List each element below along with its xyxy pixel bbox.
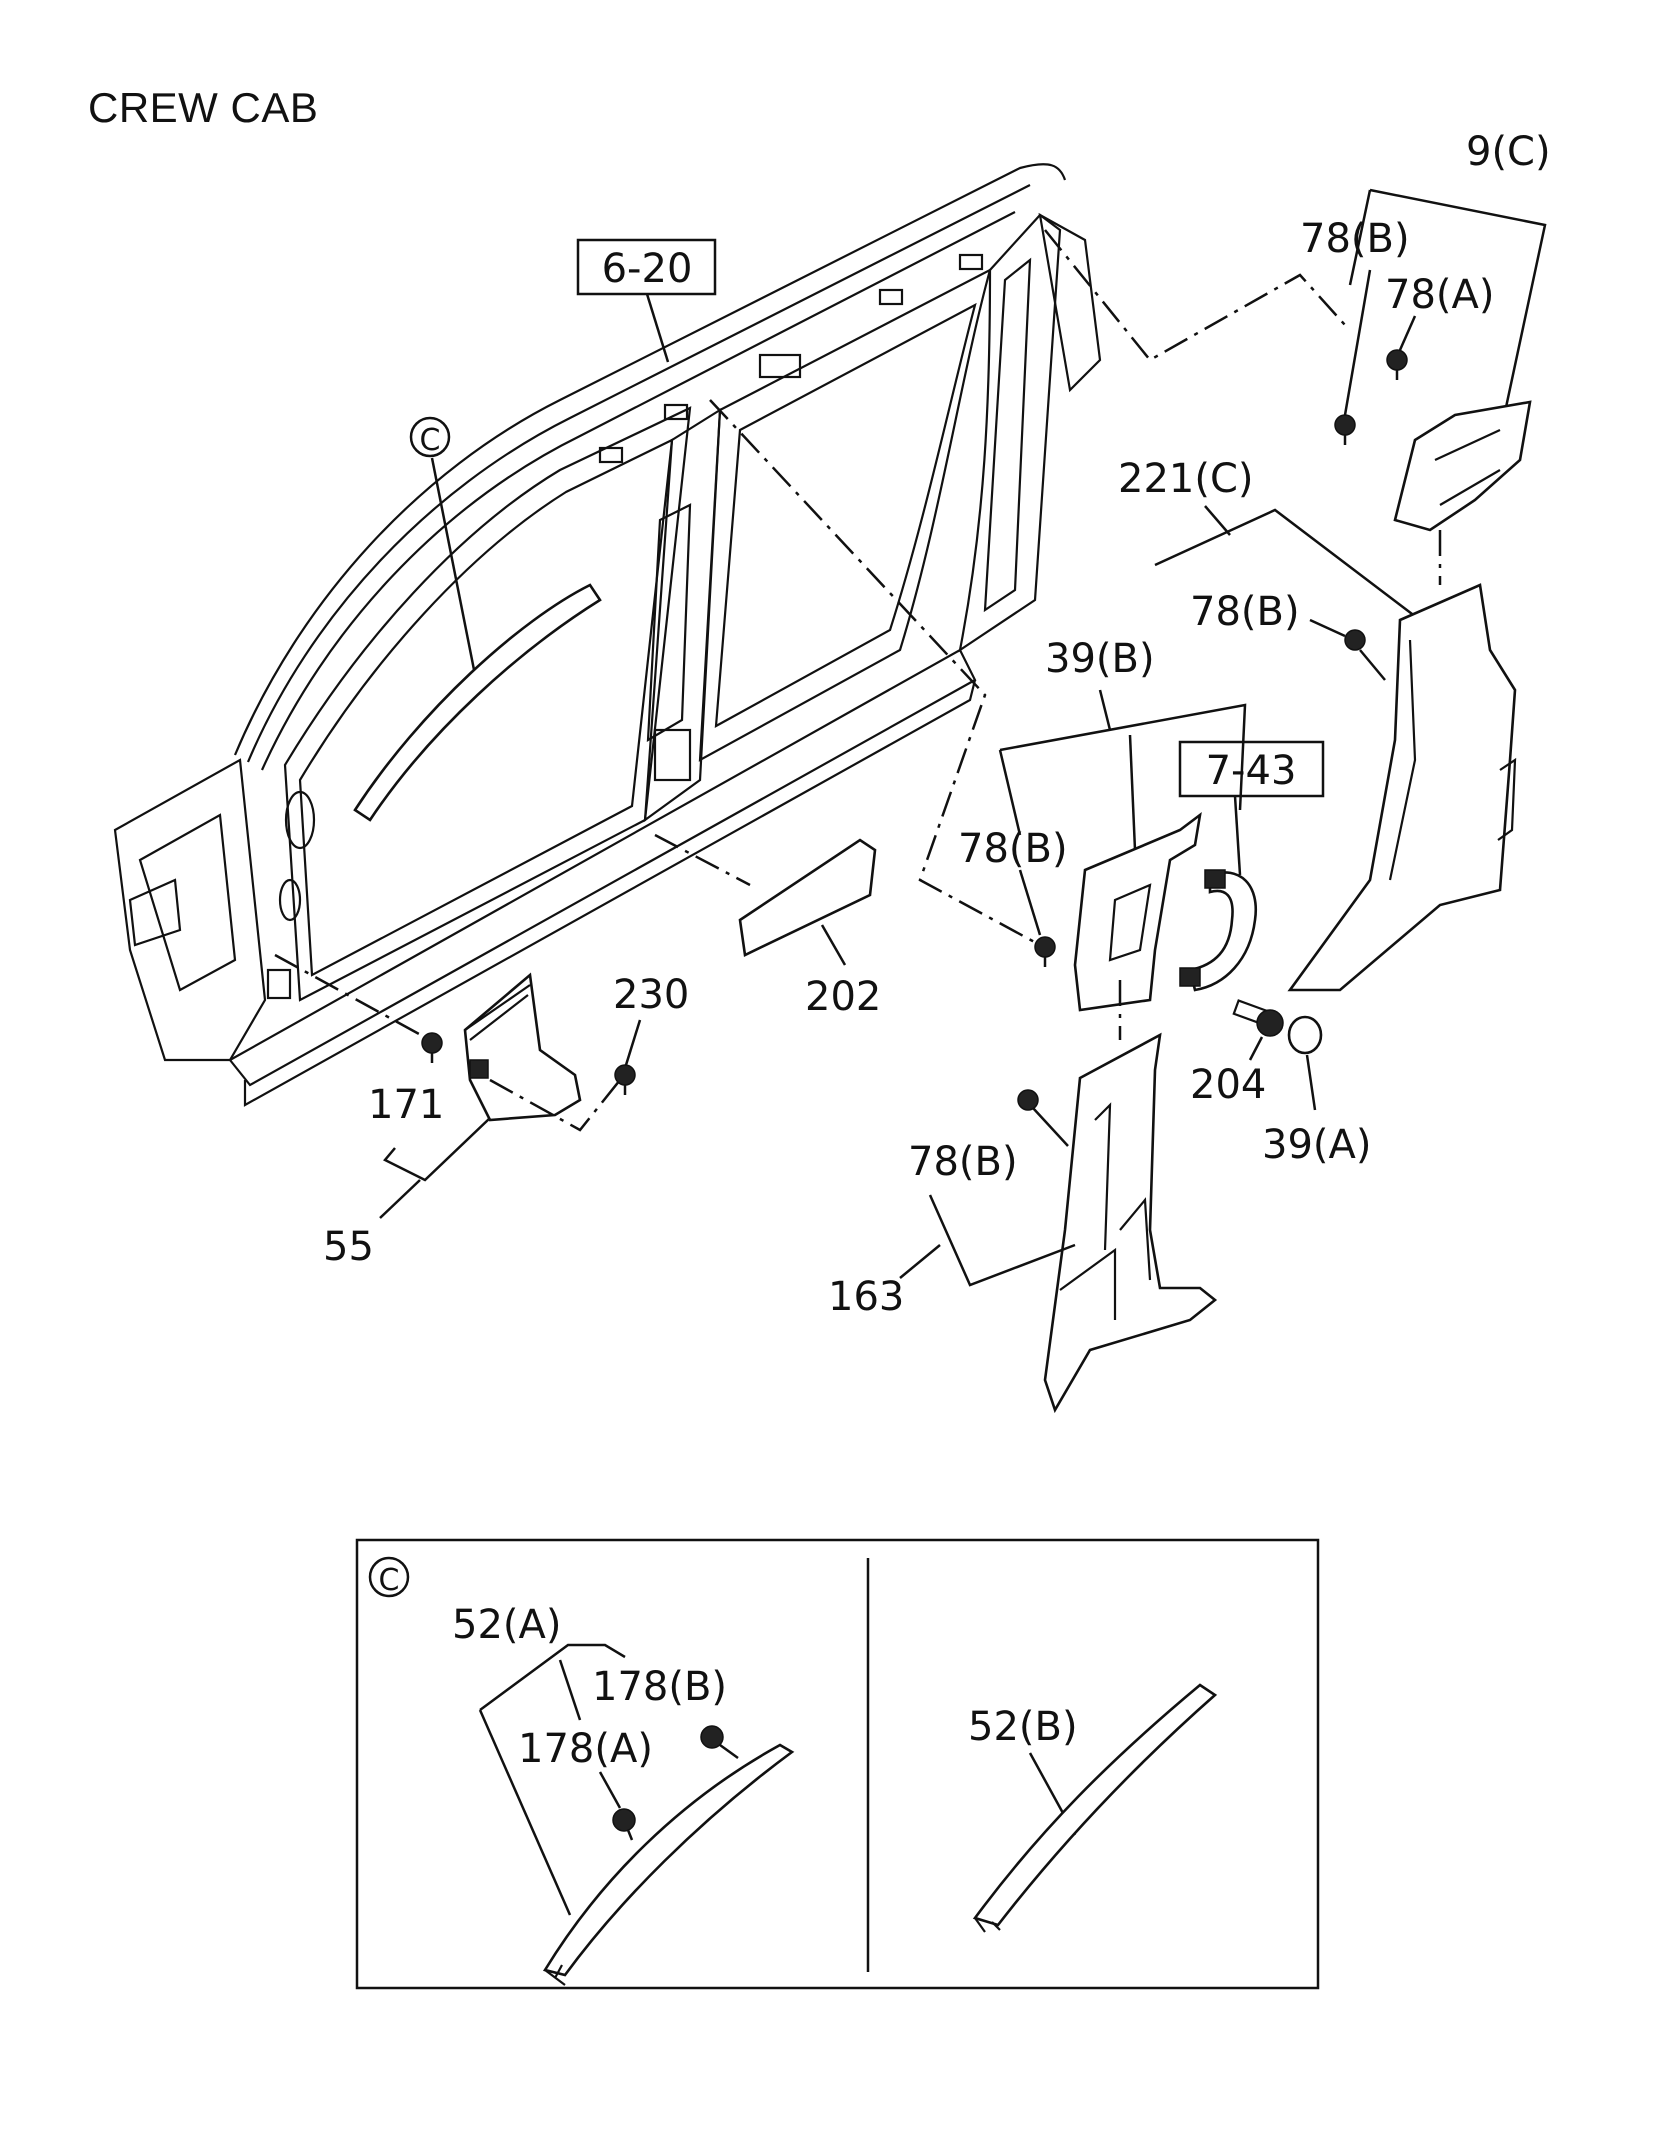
- leader-78a-top: [1398, 315, 1417, 351]
- clip-78b-top: [1334, 414, 1356, 445]
- label-39b: 39(B): [1045, 636, 1155, 682]
- clip-78b-221: [1344, 629, 1386, 681]
- label-78b-39: 78(B): [958, 826, 1068, 872]
- leader-78b-top: [1343, 269, 1372, 416]
- clip-178a: [612, 1808, 636, 1841]
- label-178a: 178(A): [518, 1726, 653, 1772]
- assembly-line-39b: [709, 399, 1041, 947]
- b-pillar-upper-trim-39b: [1073, 812, 1202, 1012]
- reference-box-6-20[interactable]: 6-20: [576, 238, 717, 296]
- label-55: 55: [323, 1224, 374, 1270]
- label-178b: 178(B): [592, 1664, 727, 1710]
- leader-221c: [1154, 508, 1421, 621]
- assembly-line-171: [274, 953, 431, 1042]
- label-78a-top: 78(A): [1385, 272, 1494, 318]
- leader-39b: [999, 703, 1247, 811]
- sill-pad-202: [738, 838, 877, 957]
- clip-171: [421, 1032, 443, 1063]
- leader-9c: [1369, 188, 1547, 413]
- label-202: 202: [805, 974, 881, 1020]
- a-pillar-trim-52b: [972, 1683, 1218, 1927]
- leader-callout-c: [430, 457, 480, 691]
- leader-6-20: [645, 293, 670, 363]
- label-52b: 52(B): [968, 1704, 1078, 1750]
- b-pillar-lower-trim-163: [1043, 1032, 1218, 1414]
- reference-label: 6-20: [602, 246, 693, 292]
- a-pillar-trim-52a: [542, 1743, 795, 1977]
- inset-marker-c: C: [368, 1556, 410, 1598]
- clip-230: [614, 1064, 636, 1095]
- assembly-line-9c: [1044, 229, 1346, 362]
- clip-78a: [1386, 349, 1408, 380]
- label-230: 230: [613, 972, 689, 1018]
- label-163: 163: [828, 1274, 904, 1320]
- quarter-trim-upper-9c: [1393, 400, 1532, 532]
- assist-handle: [1188, 871, 1258, 992]
- label-9c: 9(C): [1466, 129, 1551, 175]
- clip-178b: [700, 1725, 739, 1760]
- a-pillar-trim: [353, 583, 602, 822]
- svg-text:C: C: [379, 1563, 400, 1598]
- reference-box-7-43[interactable]: 7-43: [1178, 740, 1325, 798]
- label-204: 204: [1190, 1062, 1266, 1108]
- body-side-panel: [113, 163, 1102, 1107]
- clip-78b-39: [1034, 936, 1056, 967]
- bolt-204: [1232, 999, 1284, 1037]
- cap-39a: [1287, 1015, 1323, 1055]
- callout-marker-c[interactable]: C: [409, 416, 451, 458]
- reference-label: 7-43: [1206, 748, 1297, 794]
- leader-55: [383, 1117, 491, 1182]
- detail-inset-c: C 52(A) 178(B) 178(A) 52(B): [355, 1538, 1320, 1990]
- leader-9c-b: [1348, 189, 1372, 286]
- leader-163: [928, 1194, 1076, 1287]
- label-221c: 221(C): [1118, 456, 1254, 502]
- label-52a: 52(A): [452, 1602, 561, 1648]
- svg-text:C: C: [420, 423, 441, 458]
- quarter-trim-lower-221c: [1287, 583, 1517, 992]
- assembly-line-202: [654, 833, 751, 887]
- label-171: 171: [368, 1082, 444, 1128]
- label-78b-top: 78(B): [1300, 216, 1410, 262]
- clip-78b-163: [1017, 1089, 1069, 1147]
- page-title: CREW CAB: [88, 84, 318, 131]
- label-78b-163: 78(B): [908, 1139, 1018, 1185]
- label-39a: 39(A): [1262, 1122, 1371, 1168]
- label-78b-221: 78(B): [1190, 589, 1300, 635]
